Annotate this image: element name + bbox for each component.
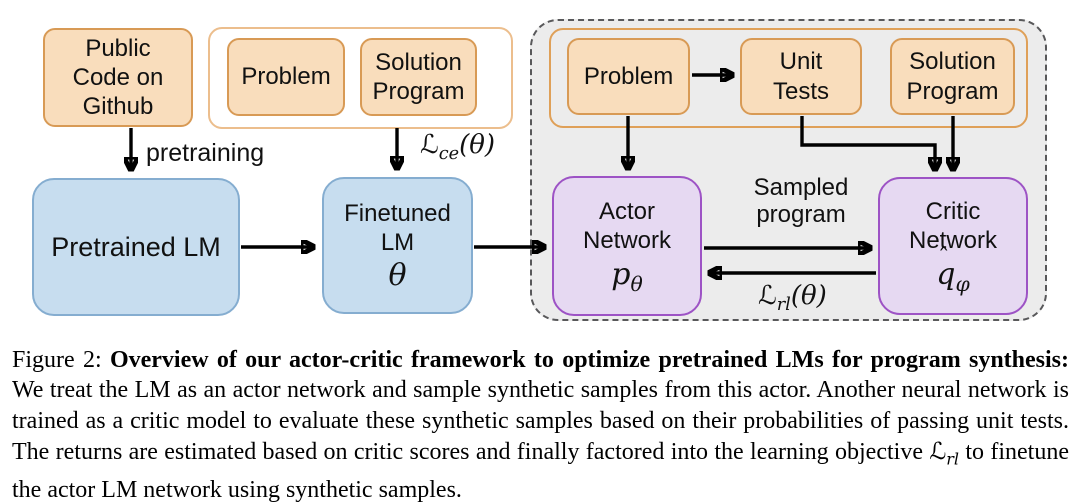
node-label: Pretrained LM: [51, 231, 221, 262]
node-label: Actor Network: [582, 198, 672, 255]
caption-figure-label: Figure 2:: [12, 347, 110, 373]
node-finetuned-lm: Finetuned LM θ: [322, 177, 473, 314]
edge-label-loss-rl: ℒrl(θ): [758, 281, 827, 316]
node-solution-program-left: Solution Program: [360, 38, 477, 116]
node-label: Solution Program: [372, 48, 465, 105]
node-label: Solution Program: [906, 48, 999, 105]
caption-body-1: We treat the LM as an actor network and …: [12, 377, 1069, 466]
node-label: Unit Tests: [772, 48, 829, 105]
node-solution-program-right: Solution Program: [890, 38, 1015, 115]
hat-accent: ˆ: [937, 243, 950, 272]
node-label: Critic Network: [908, 198, 998, 255]
node-unit-tests: Unit Tests: [740, 38, 862, 115]
caption-body-2: to finetune the actor LM network using s…: [12, 439, 1069, 503]
p-theta-symbol: pθ: [611, 256, 643, 296]
caption-loss-rl-symbol: ℒrl: [929, 437, 960, 469]
node-label: Problem: [583, 62, 674, 90]
caption-bold-heading: Overview of our actor-critic framework t…: [109, 347, 1070, 373]
node-label: Finetuned LM: [344, 199, 451, 256]
node-problem-left: Problem: [227, 38, 345, 116]
node-problem-right: Problem: [567, 38, 690, 115]
edge-label-pretraining: pretraining: [146, 139, 265, 167]
node-public-code-github: Public Code on Github: [43, 28, 193, 127]
node-actor-network: Actor Network pθ: [552, 176, 702, 316]
rl-data-container: [549, 28, 1028, 128]
theta-symbol: θ: [388, 258, 407, 294]
node-pretrained-lm: Pretrained LM: [32, 178, 240, 316]
node-label: Problem: [241, 63, 331, 91]
edge-label-loss-ce: ℒce(θ): [420, 130, 496, 165]
node-label: Public Code on Github: [72, 34, 164, 121]
figure-caption: Figure 2: Overview of our actor-critic f…: [12, 345, 1069, 503]
edge-label-sampled-program: Sampled program: [753, 174, 849, 228]
